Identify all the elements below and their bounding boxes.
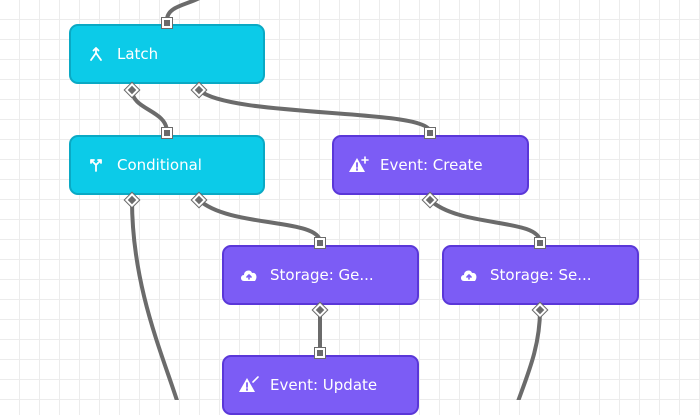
node-latch-input-port[interactable] bbox=[161, 17, 173, 29]
node-storage-get-label: Storage: Ge... bbox=[270, 266, 374, 284]
node-storage-get-input-port[interactable] bbox=[314, 237, 326, 249]
node-storage-set-label: Storage: Se... bbox=[490, 266, 592, 284]
node-storage-set-input-port[interactable] bbox=[534, 237, 546, 249]
wire-event-create-to-storage-set bbox=[428, 198, 542, 244]
node-event-update-input-port[interactable] bbox=[314, 347, 326, 359]
connection-wires bbox=[130, 0, 542, 400]
cloud-upload-icon bbox=[238, 264, 260, 286]
wire-conditional-down bbox=[130, 198, 179, 400]
node-conditional-input-port[interactable] bbox=[161, 127, 173, 139]
wire-conditional-to-storage-get bbox=[197, 198, 322, 244]
node-storage-set[interactable]: Storage: Se... bbox=[442, 245, 639, 305]
node-latch-label: Latch bbox=[117, 45, 159, 63]
node-conditional[interactable]: Conditional bbox=[69, 135, 265, 195]
node-event-create-input-port[interactable] bbox=[424, 127, 436, 139]
merge-icon bbox=[85, 43, 107, 65]
wire-latch-to-conditional bbox=[130, 88, 169, 134]
node-event-create-label: Event: Create bbox=[380, 156, 483, 174]
wire-top-incoming bbox=[165, 0, 201, 22]
warning-plus-icon bbox=[348, 154, 370, 176]
node-latch[interactable]: Latch bbox=[69, 24, 265, 84]
wire-storage-set-down bbox=[516, 308, 542, 400]
wire-latch-to-event-create bbox=[197, 88, 432, 134]
warning-edit-icon bbox=[238, 374, 260, 396]
node-event-update[interactable]: Event: Update bbox=[222, 355, 419, 415]
split-icon bbox=[85, 154, 107, 176]
node-event-update-label: Event: Update bbox=[270, 376, 378, 394]
node-storage-get[interactable]: Storage: Ge... bbox=[222, 245, 419, 305]
node-event-create[interactable]: Event: Create bbox=[332, 135, 529, 195]
cloud-upload-icon bbox=[458, 264, 480, 286]
node-conditional-label: Conditional bbox=[117, 156, 202, 174]
